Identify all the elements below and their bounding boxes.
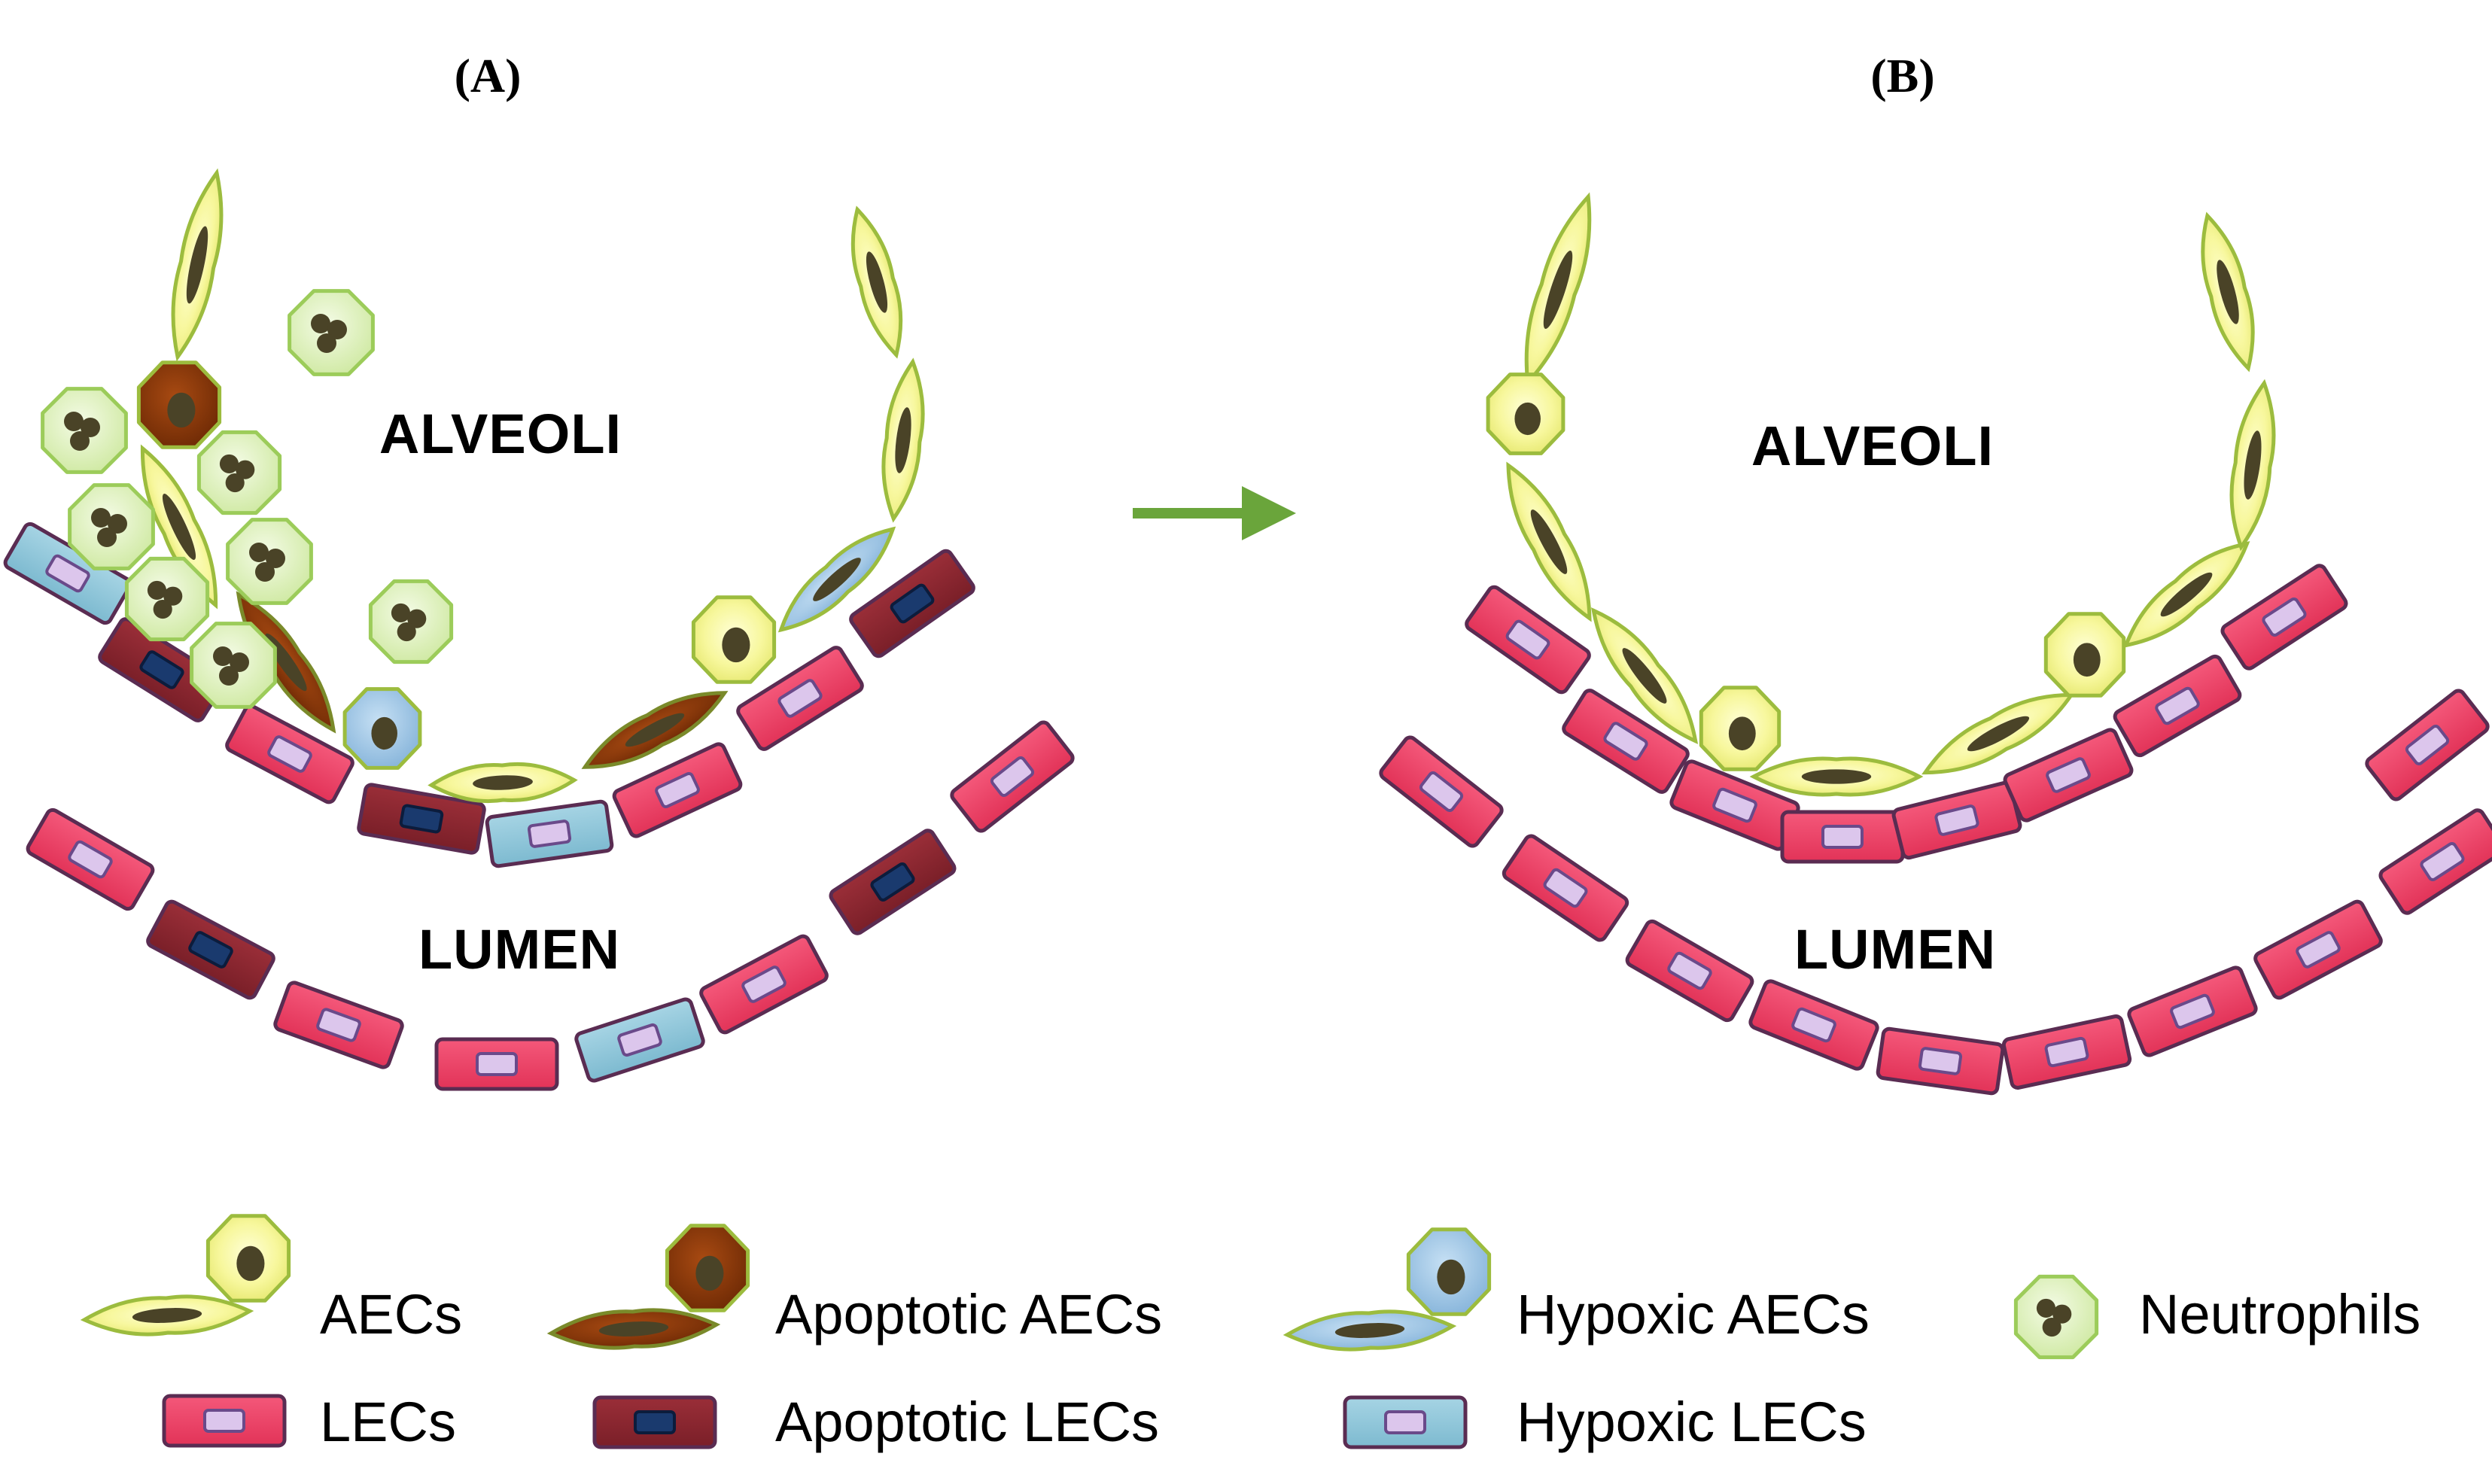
panel-b-label: (B): [1870, 49, 1934, 102]
legend-apoptotic-aecs-round-swatch: [665, 1224, 750, 1312]
lec-b-lumen-2: [1625, 919, 1754, 1023]
neutrophil-a-7: [190, 622, 277, 709]
legend-aecs-flat-swatch: [80, 1294, 254, 1337]
lec-b-inner-7: [2220, 564, 2348, 671]
aec-b-flat-0: [1524, 192, 1592, 388]
lec-a-lumen-1: [146, 899, 275, 1000]
lec-a-lumen-2: [273, 981, 404, 1069]
legend-aecs-round-swatch: [205, 1214, 291, 1303]
aec-a-flat-2: [428, 762, 578, 804]
lec-b-inner-0: [1465, 585, 1591, 695]
lec-a-lumen-6: [829, 829, 957, 935]
legend-apoptotic-lecs-swatch: [592, 1395, 717, 1449]
transition-arrow: [1133, 486, 1296, 540]
lec-a-lumen-4: [574, 997, 705, 1083]
legend-apoptotic-aecs-flat-swatch: [546, 1308, 721, 1350]
panel-b-lumen-label: LUMEN: [1794, 918, 1996, 981]
legend-apoptotic-lecs-label: Apoptotic LECs: [775, 1391, 1159, 1453]
lec-a-lumen-3: [434, 1037, 559, 1091]
lec-b-inner-5: [2003, 728, 2134, 823]
panel-b-cells: [1379, 192, 2492, 1096]
aec-a-round-0: [691, 595, 777, 684]
legend-hypoxic-aecs-flat-swatch: [1283, 1309, 1457, 1352]
aec-b-round-2: [2043, 612, 2126, 698]
aec-a-hypoxic-round-0: [342, 687, 422, 770]
aec-a-flat-4: [850, 205, 903, 359]
lec-b-lumen-5: [2001, 1014, 2132, 1090]
aec-a-flat-0: [171, 168, 224, 362]
legend-neutrophil-swatch: [2013, 1274, 2099, 1360]
lec-b-lumen-0: [1379, 735, 1504, 848]
lec-a-inner-3: [357, 783, 486, 855]
lec-b-lumen-edge: [2365, 689, 2490, 801]
lec-b-lumen-6: [2127, 966, 2258, 1057]
aec-b-flat-5: [2122, 541, 2250, 648]
panel-b-alveoli-label: ALVEOLI: [1751, 415, 1994, 477]
lec-a-inner-6: [736, 646, 864, 751]
lec-b-lumen-7: [2253, 899, 2383, 1000]
panel-a-cells: [3, 168, 1075, 1091]
lec-a-inner-2: [225, 704, 354, 804]
aec-b-flat-3: [1749, 756, 1924, 797]
legend-swatches: [80, 1214, 2099, 1449]
panel-a-lumen-label: LUMEN: [418, 918, 620, 981]
legend-lecs-label: LECs: [320, 1391, 456, 1453]
aec-b-flat-1: [1506, 461, 1592, 622]
lec-b-inner-4: [1891, 780, 2022, 860]
neutrophil-a-2: [196, 430, 282, 515]
legend-lecs-swatch: [162, 1394, 287, 1448]
aec-b-round-0: [1486, 373, 1565, 455]
aec-a-flat-3: [881, 357, 925, 523]
legend-hypoxic-aecs-label: Hypoxic AECs: [1517, 1283, 1870, 1346]
aec-b-round-1: [1699, 686, 1782, 771]
legend-hypoxic-lecs-label: Hypoxic LECs: [1517, 1391, 1867, 1453]
lec-a-inner-5: [612, 742, 743, 838]
panel-a-label: (A): [455, 49, 522, 102]
lec-b-inner-2: [1669, 759, 1800, 851]
legend-aecs-label: AECs: [320, 1283, 462, 1346]
lec-b-lumen-1: [1502, 834, 1629, 942]
aec-a-apoptotic-round-0: [136, 360, 222, 449]
aec-a-apoptotic-flat-1: [581, 691, 729, 769]
aec-b-flat-7: [2201, 211, 2255, 373]
lec-b-inner-1: [1562, 689, 1690, 794]
neutrophil-a-5: [124, 556, 210, 642]
lec-a-lumen-0: [26, 807, 155, 911]
lec-a-inner-4: [485, 799, 614, 868]
lec-b-lumen-4: [1876, 1026, 2005, 1096]
neutrophil-a-1: [41, 387, 128, 474]
aec-b-flat-6: [2229, 379, 2276, 552]
lec-b-inner-3: [1780, 810, 1905, 864]
neutrophil-a-4: [226, 518, 313, 605]
legend-apoptotic-aecs-label: Apoptotic AECs: [775, 1283, 1162, 1346]
lec-a-lumen-5: [699, 934, 829, 1035]
neutrophil-a-0: [288, 289, 375, 376]
legend-hypoxic-aecs-round-swatch: [1406, 1227, 1492, 1316]
legend-neutrophils-label: Neutrophils: [2139, 1283, 2420, 1346]
aec-a-hypoxic-flat-0: [777, 526, 896, 633]
neutrophil-a-3: [68, 483, 155, 570]
lec-b-lumen-3: [1748, 979, 1879, 1071]
lec-b-lumen-8: [2378, 808, 2492, 915]
aec-b-flat-2: [1590, 607, 1699, 744]
lec-a-inner-7: [849, 549, 975, 658]
lec-a-lumen-7: [950, 720, 1075, 833]
panel-a-alveoli-label: ALVEOLI: [379, 403, 622, 465]
legend-hypoxic-lecs-swatch: [1343, 1395, 1468, 1449]
neutrophil-a-6: [368, 579, 454, 664]
lec-b-inner-6: [2113, 654, 2242, 758]
